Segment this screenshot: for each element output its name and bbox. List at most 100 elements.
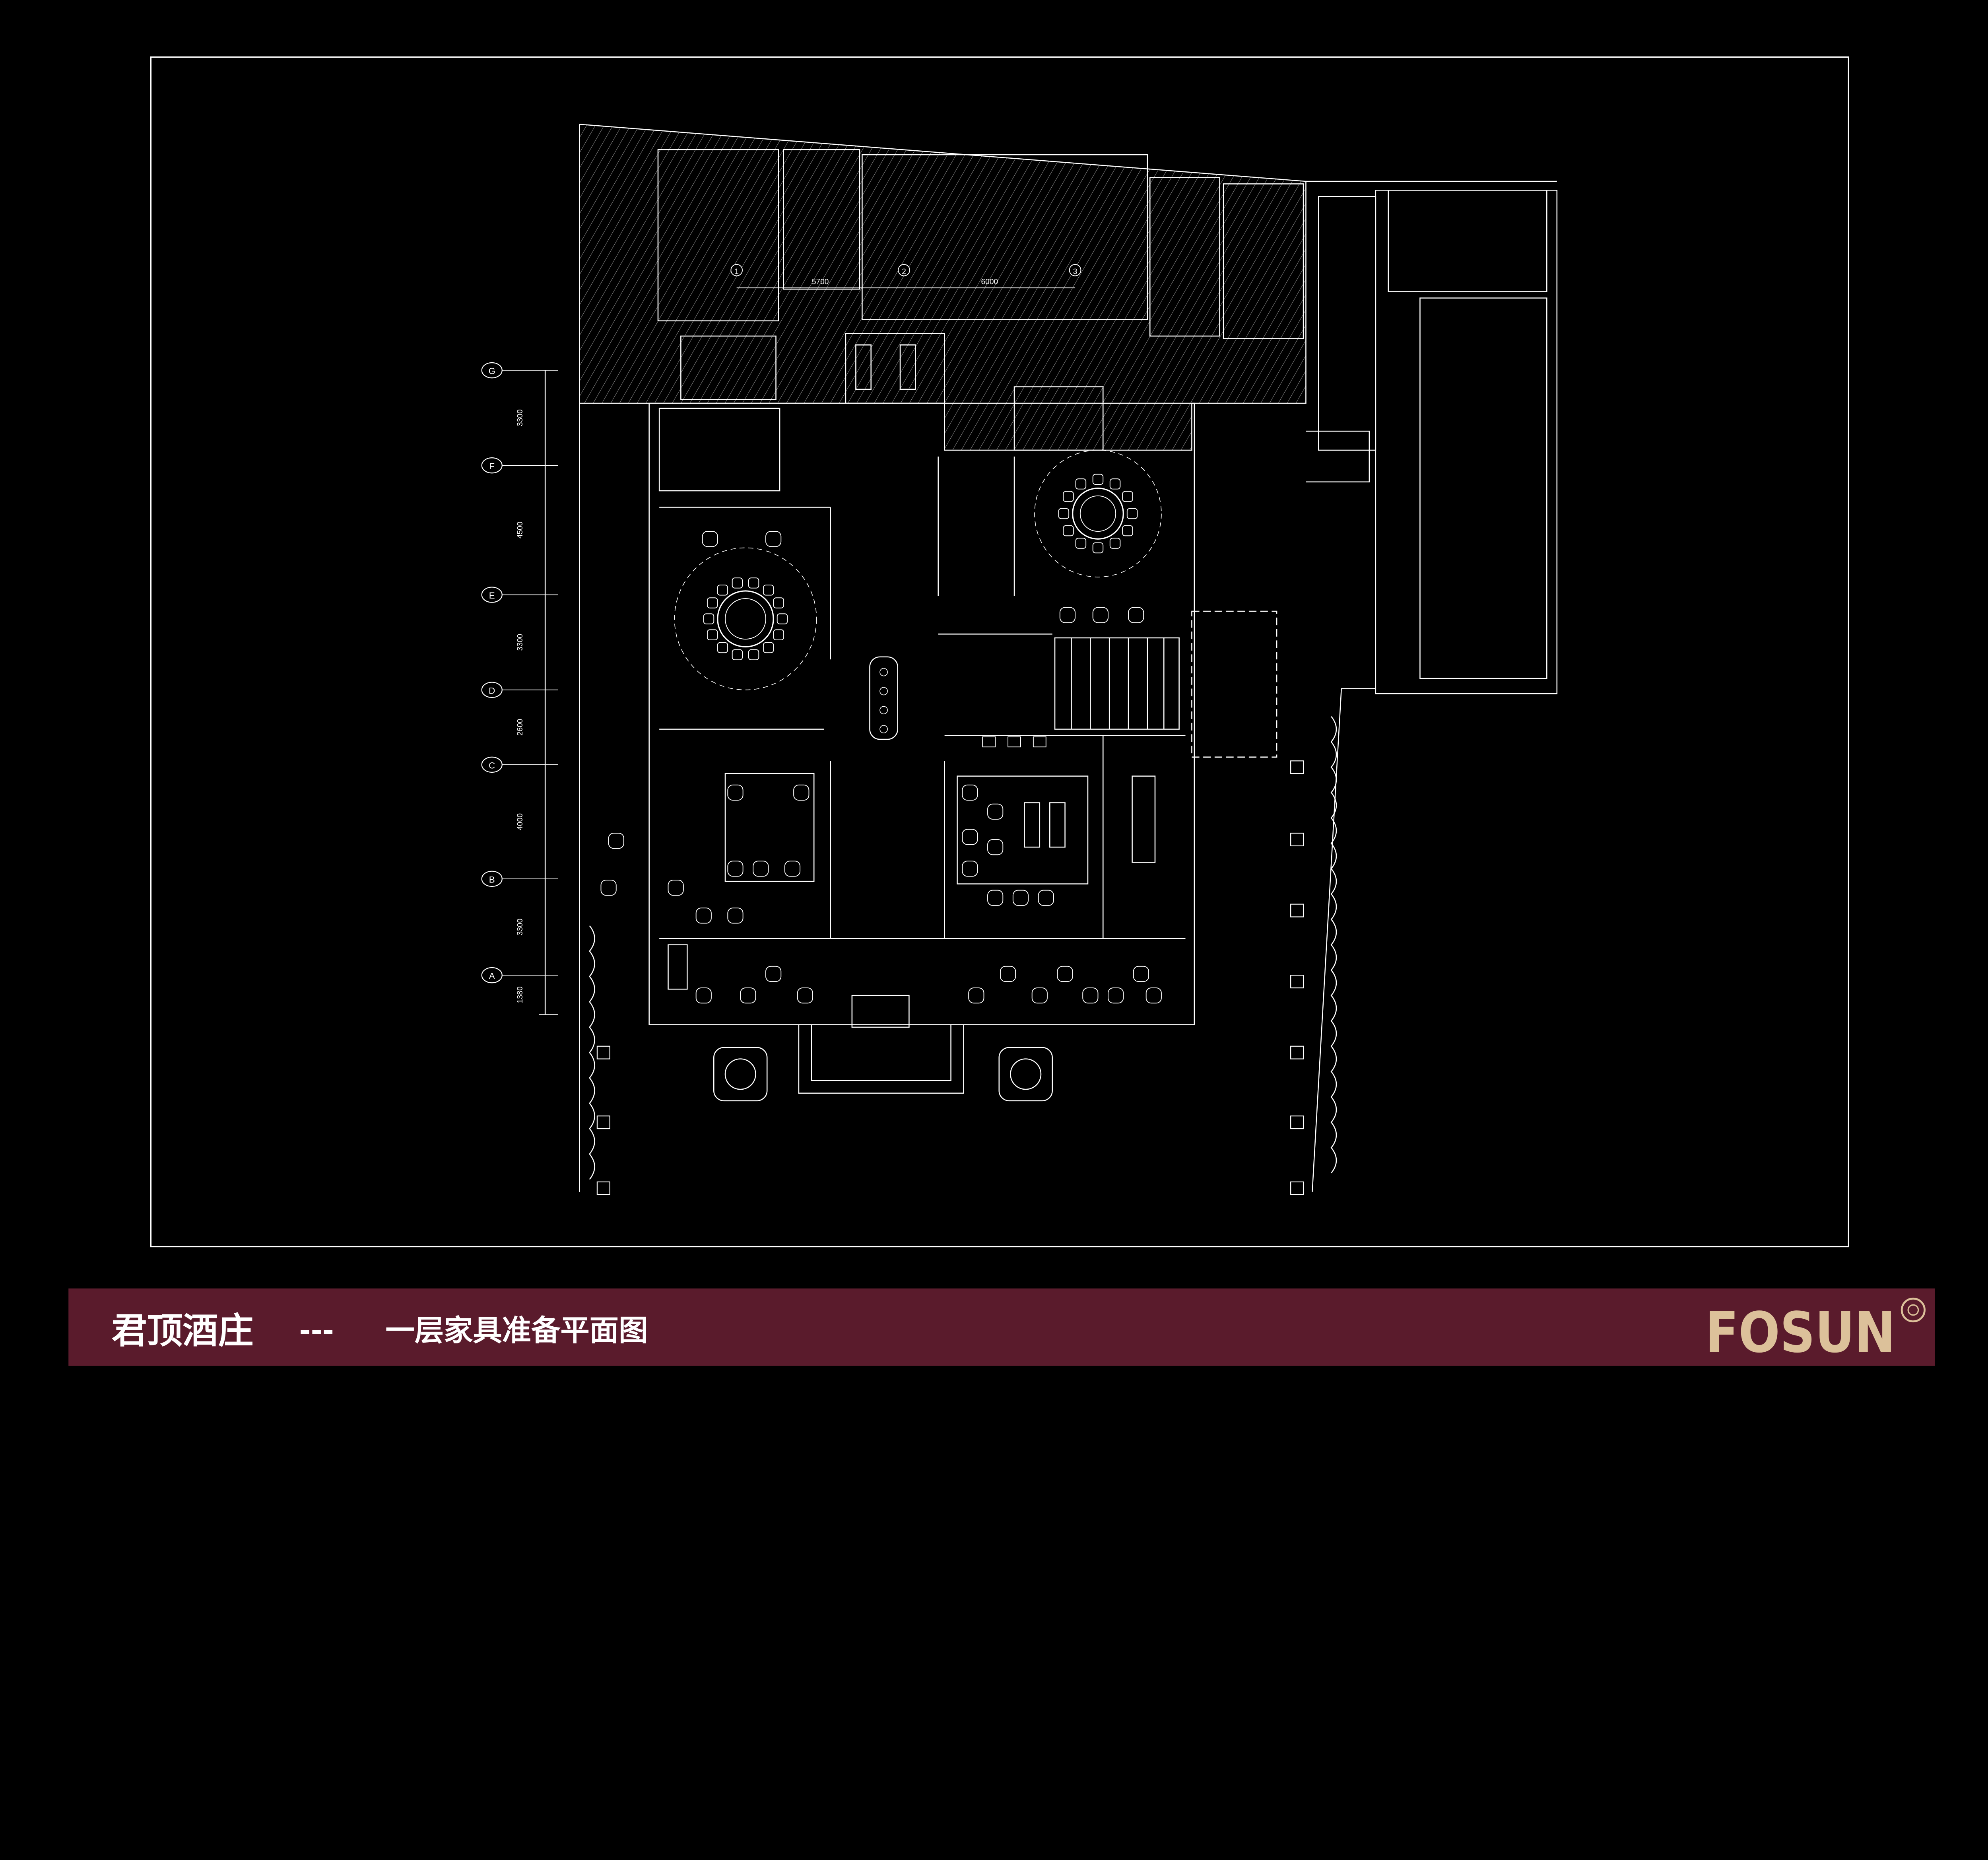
- canopy-outline: [1191, 610, 1277, 758]
- project-name: 君顶酒庄: [112, 1310, 254, 1352]
- paving-posts: [596, 760, 1304, 1195]
- round-table-inner: [725, 598, 766, 640]
- armchair: [962, 784, 978, 801]
- armchair: [765, 531, 782, 547]
- chair: [773, 629, 784, 640]
- armchair: [1031, 987, 1048, 1004]
- armchair: [968, 987, 984, 1004]
- right-hedge: [1330, 716, 1337, 1174]
- armchair: [668, 880, 684, 896]
- armchair: [765, 966, 782, 982]
- armchair: [695, 908, 712, 924]
- armchair: [608, 833, 624, 849]
- title-bar: [68, 1288, 1935, 1366]
- axis-label: F: [489, 461, 495, 471]
- armchair: [1000, 966, 1016, 982]
- stool: [879, 668, 888, 676]
- stool: [879, 687, 888, 696]
- axis-label: A: [489, 971, 495, 981]
- side-table: [982, 736, 996, 748]
- planter-left: [713, 1047, 768, 1102]
- chair: [1063, 491, 1074, 502]
- dimension-label: 5700: [812, 278, 829, 286]
- chair: [717, 642, 728, 653]
- side-table: [1008, 736, 1021, 748]
- dimension-label: 3300: [516, 634, 524, 651]
- title-separator: ---: [299, 1315, 334, 1347]
- paving-post: [1290, 1181, 1304, 1195]
- dimension-label: 6000: [981, 278, 998, 286]
- armchair: [1082, 987, 1099, 1004]
- chair: [732, 649, 743, 660]
- armchair: [987, 890, 1004, 906]
- round-table-inner: [1079, 495, 1116, 532]
- armchair: [600, 880, 617, 896]
- paving-post: [596, 1046, 610, 1059]
- floor-plan: [579, 124, 1558, 1195]
- dimension-label: 3300: [516, 919, 524, 936]
- chair: [1075, 478, 1087, 490]
- axis-label: B: [489, 875, 495, 884]
- axis-label: 2: [902, 268, 906, 276]
- axis-label: 1: [734, 268, 739, 276]
- planter-right: [998, 1047, 1053, 1102]
- paving-post: [1290, 832, 1304, 847]
- armchair: [727, 908, 744, 924]
- chair: [1109, 478, 1121, 490]
- paving-post: [596, 1181, 610, 1195]
- dining-area-boundary: [674, 547, 817, 690]
- armchair: [1128, 607, 1144, 623]
- armchair: [1092, 607, 1109, 623]
- chair: [1126, 508, 1138, 519]
- chair: [748, 577, 759, 589]
- chair: [773, 597, 784, 608]
- chair: [748, 649, 759, 660]
- main-building-outline: [648, 402, 1195, 1025]
- armchair: [797, 987, 813, 1004]
- chair: [1058, 508, 1070, 519]
- armchair: [727, 861, 744, 877]
- dimension-label: 4500: [516, 522, 524, 539]
- paving-post: [1290, 904, 1304, 917]
- chair: [1122, 525, 1133, 536]
- chair: [1122, 491, 1133, 502]
- chair: [707, 597, 718, 608]
- chair: [1109, 538, 1121, 549]
- dimension-label: 1380: [516, 986, 524, 1003]
- armchair: [740, 987, 756, 1004]
- paving-post: [1290, 760, 1304, 774]
- round-table: [717, 590, 774, 647]
- chair: [1063, 525, 1074, 536]
- armchair: [1057, 966, 1073, 982]
- armchair: [1108, 987, 1124, 1004]
- axis-label: D: [489, 686, 495, 696]
- chair: [717, 585, 728, 596]
- fosun-logo: FOSUN: [1705, 1300, 1895, 1365]
- armchair: [784, 861, 801, 877]
- axis-bubble: [730, 264, 743, 276]
- buffet-table: [869, 656, 898, 740]
- drawing-title: 一层家具准备平面图: [385, 1314, 648, 1348]
- logo-emblem-inner-icon: [1907, 1304, 1919, 1316]
- drawing-frame: [150, 56, 1849, 1248]
- chair: [707, 629, 718, 640]
- armchair: [1133, 966, 1149, 982]
- round-table: [1072, 488, 1124, 540]
- chair: [1092, 542, 1104, 554]
- chair: [703, 613, 714, 624]
- stool: [879, 706, 888, 715]
- dimension-label: 2600: [516, 719, 524, 736]
- axis-label: G: [489, 366, 495, 376]
- armchair: [1038, 890, 1054, 906]
- furniture: [600, 450, 1162, 1004]
- chair: [763, 642, 774, 653]
- chair: [777, 613, 788, 624]
- paving-post: [596, 1116, 610, 1129]
- armchair: [962, 829, 978, 845]
- dimension-label: 3300: [516, 409, 524, 426]
- armchair: [727, 784, 744, 801]
- armchair: [1059, 607, 1076, 623]
